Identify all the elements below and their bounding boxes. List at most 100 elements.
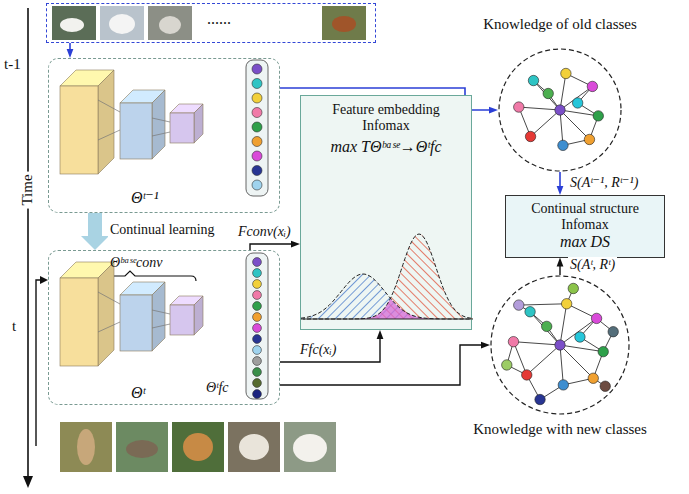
edge-label: Fconv(xᵢ) <box>236 224 293 240</box>
connector-line <box>280 338 380 362</box>
fc-column <box>246 253 268 399</box>
sample-image <box>172 422 224 472</box>
layer-front <box>120 103 152 159</box>
new-curve <box>301 234 473 319</box>
arrowhead <box>557 186 564 195</box>
graph-edge <box>530 312 560 345</box>
graph-edge <box>527 345 560 375</box>
fc-unit <box>252 151 262 161</box>
sample-image <box>228 422 280 472</box>
time-label: Time <box>19 171 36 208</box>
axis-line <box>27 8 29 476</box>
conv-network <box>60 60 268 196</box>
sample-image <box>126 440 158 458</box>
layer-side <box>152 282 165 351</box>
input-arrow <box>36 276 48 446</box>
fc-column <box>246 60 268 196</box>
graph-node <box>555 340 565 350</box>
graph-node <box>558 380 568 390</box>
graph-edge <box>560 345 593 378</box>
old-sample-images <box>52 6 366 40</box>
node-formula: max DS <box>512 233 658 251</box>
graph-node <box>543 88 553 98</box>
fc-unit <box>252 180 262 190</box>
graph-edge <box>560 86 592 110</box>
parameter-label: Θᵗfc <box>206 380 229 396</box>
time-axis <box>23 8 33 488</box>
connector-arrow <box>67 43 74 58</box>
graph-edge <box>560 110 598 116</box>
node-formula: max TΘᵇᵃˢᵉ→Θᵗfc <box>307 138 465 156</box>
sample-image <box>116 422 168 472</box>
sample-image <box>109 14 135 34</box>
parameter-label: Θᵇᵃˢᵉconv <box>110 255 163 271</box>
knowledge-graph-drawing <box>490 275 630 415</box>
layer-front <box>120 295 152 351</box>
fc-unit <box>252 108 262 118</box>
input-line <box>36 280 41 446</box>
old-curve <box>301 274 473 319</box>
arrowhead <box>489 107 498 114</box>
arrowhead <box>377 330 384 339</box>
node-heading: Knowledge with new classes <box>473 421 647 438</box>
fc-unit <box>253 280 262 289</box>
image-strip: ...... <box>46 3 376 43</box>
graph-node <box>588 373 598 383</box>
graph-node <box>608 327 618 337</box>
fc-unit <box>253 379 262 388</box>
connector-arrow <box>250 241 300 250</box>
arrowhead <box>81 236 109 250</box>
graph-node <box>587 81 597 91</box>
graph-edge <box>533 81 560 110</box>
edge-label: Continual learning <box>108 222 217 238</box>
arrowhead <box>481 342 490 349</box>
graph-node <box>593 111 603 121</box>
fc-unit <box>253 368 262 377</box>
graph-node <box>508 336 518 346</box>
graph-edge <box>560 73 566 110</box>
sample-image <box>77 429 95 465</box>
graph-edge <box>560 318 597 345</box>
graph-edge <box>560 110 589 139</box>
fc-unit <box>253 313 262 322</box>
graph-node <box>600 381 610 391</box>
knowledge-graph: Knowledge with new classes <box>490 275 630 415</box>
graph-node <box>502 360 512 370</box>
fc-unit <box>252 64 262 74</box>
fc-unit <box>253 269 262 278</box>
node-heading: Θᵗ⁻¹ <box>131 189 158 207</box>
overlap <box>301 299 473 319</box>
time-label: t-1 <box>4 56 21 73</box>
fc-unit <box>252 137 262 147</box>
graph-node <box>528 75 538 85</box>
sample-image <box>159 16 181 34</box>
graph-node <box>525 307 535 317</box>
layer-link <box>98 100 170 140</box>
layer-side <box>152 90 165 159</box>
layer-side <box>194 104 203 143</box>
sample-image <box>239 434 269 460</box>
graph-node <box>558 140 568 150</box>
connector-arrow <box>280 330 383 362</box>
sample-image <box>148 6 192 40</box>
graph-outline <box>499 49 621 171</box>
graph-node <box>575 332 585 342</box>
layer-front <box>170 113 194 143</box>
graph-node <box>514 102 524 112</box>
graph-node <box>525 131 535 141</box>
fc-unit <box>252 166 262 176</box>
connector-line <box>559 172 561 187</box>
fc-unit <box>252 79 262 89</box>
node-heading: Θᵗ <box>131 384 145 402</box>
fc-unit <box>253 346 262 355</box>
sample-image <box>52 6 96 40</box>
layer-front <box>60 86 98 174</box>
fc-unit <box>253 357 262 366</box>
baseline <box>303 318 471 319</box>
connector-arrow <box>280 342 490 385</box>
layer-link <box>98 292 170 332</box>
graph-edge <box>560 345 603 352</box>
arrowhead <box>291 241 300 248</box>
fc-unit <box>253 258 262 267</box>
